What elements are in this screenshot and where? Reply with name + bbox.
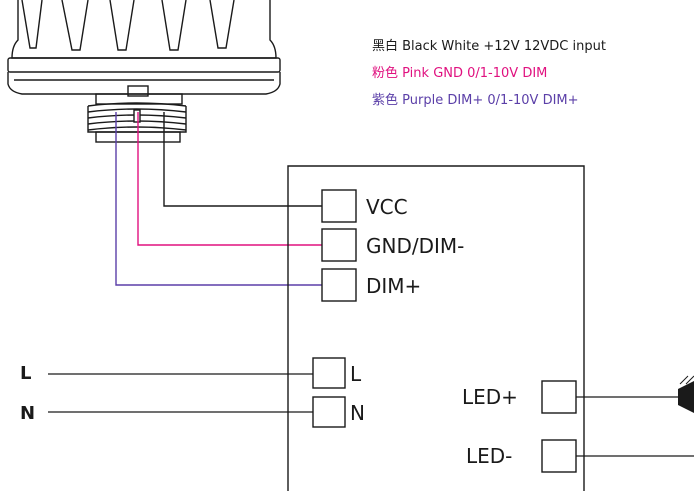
label-vcc: VCC [366, 195, 408, 219]
terminal-vcc [321, 189, 357, 223]
terminal-l [312, 357, 346, 389]
wire-purple-dim [115, 112, 322, 286]
sensor-device [7, 0, 281, 143]
terminal-dim-plus [321, 268, 357, 302]
terminal-led-plus [541, 380, 577, 414]
label-terminal-n: N [350, 401, 365, 425]
label-terminal-l: L [350, 362, 362, 386]
terminal-led-minus [541, 439, 577, 473]
input-label-n: N [20, 403, 35, 424]
legend-purple: 紫色 Purple DIM+ 0/1-10V DIM+ [372, 92, 579, 108]
terminal-n [312, 396, 346, 428]
wire-black-vcc [163, 112, 322, 207]
label-dim-plus: DIM+ [366, 274, 421, 298]
label-gnd-dim: GND/DIM- [366, 234, 464, 258]
label-led-plus: LED+ [462, 385, 518, 409]
label-led-minus: LED- [466, 444, 512, 468]
legend-pink: 粉色 Pink GND 0/1-10V DIM [372, 65, 547, 81]
led-icon [678, 375, 694, 413]
wire-pink-gnd [137, 112, 322, 246]
terminal-gnd-dim [321, 228, 357, 262]
input-label-l: L [20, 363, 31, 384]
driver-box [287, 165, 585, 491]
legend-black-white: 黑白 Black White +12V 12VDC input [372, 38, 606, 54]
